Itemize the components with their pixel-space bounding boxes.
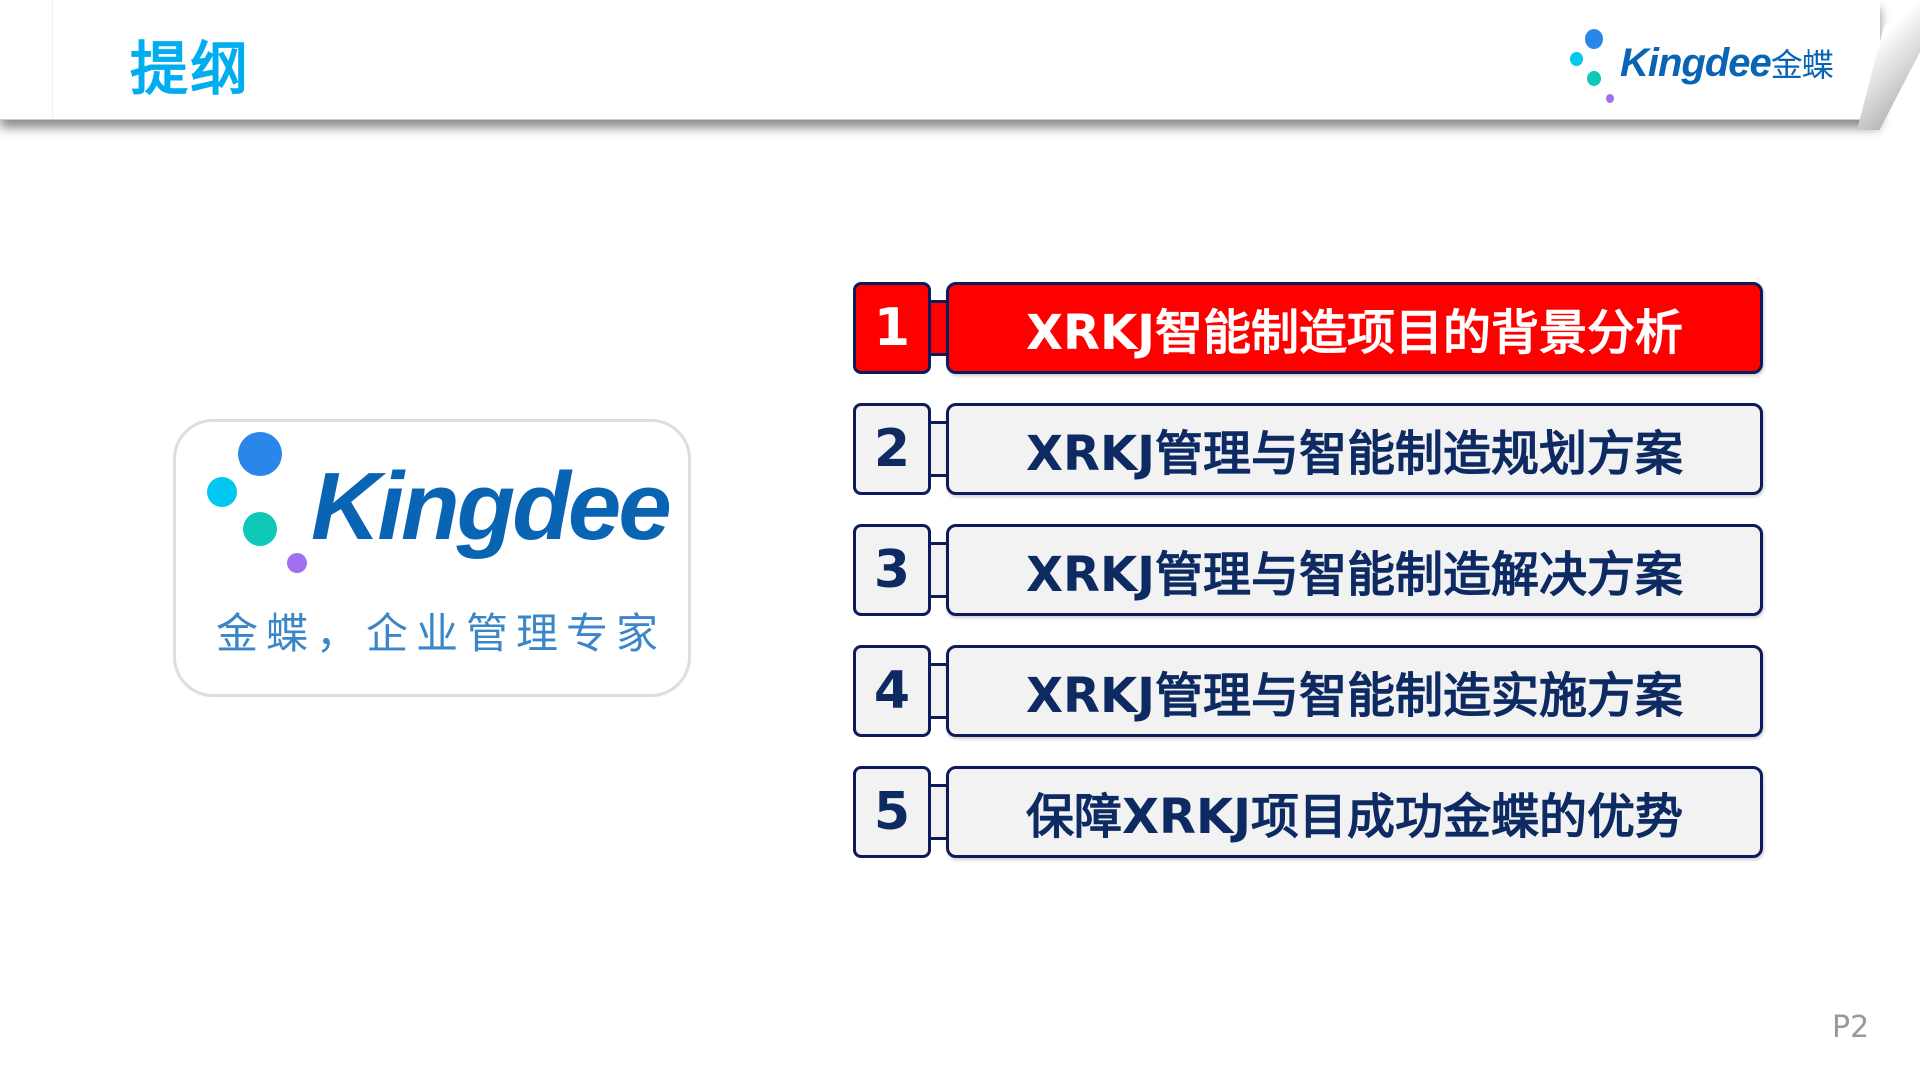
- page-number: P2: [1832, 1010, 1870, 1045]
- logo-dot-cyan-icon: [1570, 52, 1583, 66]
- logo-wordmark: Kingdee: [311, 453, 672, 560]
- item-label: 保障XRKJ项目成功金蝶的优势: [946, 766, 1763, 858]
- logo-cn: 金蝶: [1770, 46, 1834, 84]
- logo-tagline: 金蝶，企业管理专家: [216, 609, 667, 658]
- item-number: 4: [853, 645, 931, 737]
- outline-item-3[interactable]: 3 XRKJ管理与智能制造解决方案: [853, 524, 1763, 616]
- outline-item-4[interactable]: 4 XRKJ管理与智能制造实施方案: [853, 645, 1763, 737]
- logo-dot-blue-icon: [1585, 29, 1603, 49]
- outline-item-1[interactable]: 1 XRKJ智能制造项目的背景分析: [853, 282, 1763, 374]
- item-label: XRKJ管理与智能制造实施方案: [946, 645, 1763, 737]
- logo-dot-purple-icon: [1606, 94, 1614, 103]
- outline-item-2[interactable]: 2 XRKJ管理与智能制造规划方案: [853, 403, 1763, 495]
- item-label: XRKJ管理与智能制造规划方案: [946, 403, 1763, 495]
- logo-dot-blue-icon: [238, 432, 282, 476]
- logo-dot-teal-icon: [1587, 71, 1601, 86]
- item-label: XRKJ智能制造项目的背景分析: [946, 282, 1763, 374]
- connector: [931, 542, 948, 598]
- logo-dot-teal-icon: [243, 512, 277, 546]
- item-number: 2: [853, 403, 931, 495]
- item-number: 1: [853, 282, 931, 374]
- page-title: 提纲: [130, 35, 251, 103]
- outline-item-5[interactable]: 5 保障XRKJ项目成功金蝶的优势: [853, 766, 1763, 858]
- logo-dot-cyan-icon: [207, 477, 237, 507]
- kingdee-logo-card: Kingdee 金蝶，企业管理专家: [173, 419, 691, 697]
- connector: [931, 421, 948, 477]
- item-number: 5: [853, 766, 931, 858]
- connector: [931, 300, 948, 356]
- connector: [931, 784, 948, 840]
- logo-dot-purple-icon: [287, 553, 307, 573]
- divider: [52, 0, 53, 118]
- slide-header: 提纲 Kingdee金蝶: [0, 0, 1880, 120]
- item-number: 3: [853, 524, 931, 616]
- logo-text: Kingdee: [1620, 41, 1772, 85]
- connector: [931, 663, 948, 719]
- item-label: XRKJ管理与智能制造解决方案: [946, 524, 1763, 616]
